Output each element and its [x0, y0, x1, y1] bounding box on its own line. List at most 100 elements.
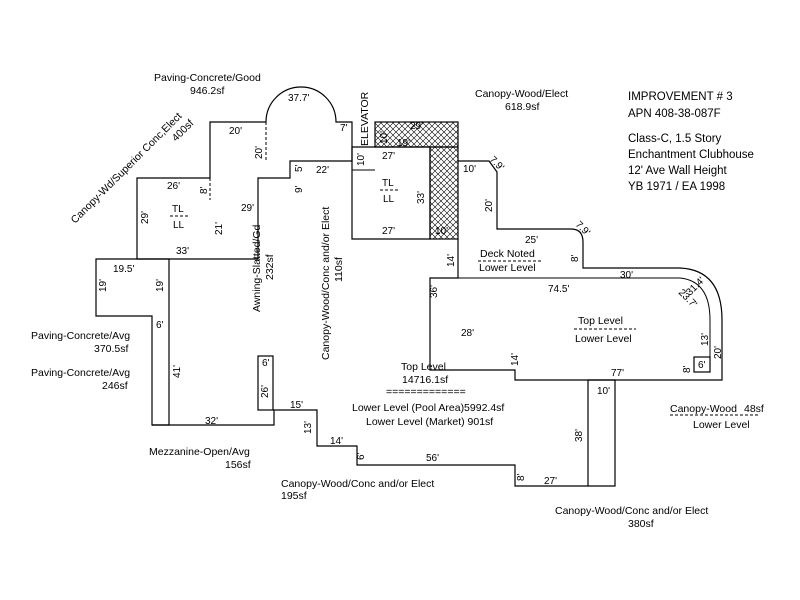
dim-label: 20' [484, 199, 495, 212]
dim-label: 10' [379, 131, 390, 144]
dim-label: 26' [260, 385, 271, 398]
dim-label: 29' [241, 203, 254, 214]
plan-outlines [95, 86, 723, 487]
dim-label: 33' [176, 246, 189, 257]
dim-label: 41' [172, 365, 183, 378]
dim-label: 10' [463, 164, 476, 175]
canopy-superior-label: Canopy-Wd/Superior Conc,Elect [69, 110, 185, 226]
dim-label: 8' [516, 473, 527, 481]
dim-label: 15' [290, 400, 303, 411]
paving-good-label: Paving-Concrete/Good [154, 72, 261, 84]
canopy-vert-label: Canopy-Wood/Conc and/or Elect [320, 207, 332, 360]
paving-avg1-label: Paving-Concrete/Avg [31, 330, 130, 342]
dim-label: 25' [525, 235, 538, 246]
dim-label: 19' [397, 138, 410, 149]
canopy-195-sf: 195sf [281, 490, 307, 502]
dim-label: 10' [356, 153, 367, 166]
dim-label: 74.5' [548, 284, 569, 295]
lower-level-right-label: Lower Level [575, 333, 632, 345]
dim-label: 10' [597, 386, 610, 397]
dim-label: 13' [303, 421, 314, 434]
ll-mark-main: LL [173, 220, 185, 231]
dim-label: 22' [316, 165, 329, 176]
dim-label: 5' [294, 164, 305, 172]
dim-label: 20' [229, 126, 242, 137]
dim-label: 21' [214, 222, 225, 235]
dim-label: 29' [410, 121, 423, 132]
canopy-wood-small-sf: 48sf [744, 403, 764, 415]
dim-label: 8' [682, 365, 693, 373]
dim-label: 27' [382, 226, 395, 237]
summary-pool: Lower Level (Pool Area)5992.4sf [352, 402, 504, 414]
paving-avg2-sf: 246sf [102, 380, 128, 392]
dim-label: 6' [262, 358, 270, 369]
improvement-title: IMPROVEMENT # 3 [628, 91, 733, 103]
canopy-elect-top-label: Canopy-Wood/Elect [475, 88, 568, 100]
dim-label: 33' [416, 191, 427, 204]
dim-label: 27' [544, 476, 557, 487]
central-tie-line [352, 122, 376, 171]
dim-label: 13' [700, 333, 711, 346]
deck-lower-label: Lower Level [479, 262, 536, 274]
dim-label: 56' [426, 453, 439, 464]
dim-label: 19' [155, 279, 166, 292]
canopy-48sf-box [693, 356, 711, 373]
dim-label: 7.9' [573, 219, 592, 238]
paving-good-sf: 946.2sf [190, 85, 225, 97]
dim-label: 6' [698, 360, 706, 371]
dim-label: 20' [254, 146, 265, 159]
dim-label: 38' [574, 429, 585, 442]
canopy-380-outline [588, 379, 616, 487]
dim-label: 14' [510, 353, 521, 366]
dim-label: 37.7' [288, 93, 309, 104]
dim-label: 20' [713, 346, 724, 359]
dim-label: 8' [199, 186, 210, 194]
dim-label: 32' [205, 416, 218, 427]
ll-mark-central: LL [383, 194, 395, 205]
dim-label: 6' [156, 320, 164, 331]
top-level-right-label: Top Level [578, 315, 623, 327]
canopy-elect-top-sf: 618.9sf [505, 101, 540, 113]
dim-label: 14' [330, 436, 343, 447]
summary-top-sf: 14716.1sf [402, 374, 448, 386]
mezzanine-label: Mezzanine-Open/Avg [149, 446, 250, 458]
dim-label: 19.5' [113, 264, 134, 275]
building-name: Enchantment Clubhouse [628, 149, 754, 161]
wall-height: 12' Ave Wall Height [628, 165, 728, 177]
awning-label: Awning-Slatted/Gd [251, 224, 263, 312]
central-block-outline [351, 146, 431, 240]
canopy-380-label: Canopy-Wood/Conc and/or Elect [555, 505, 708, 517]
tl-mark-central: TL [382, 178, 394, 189]
dim-label: 30' [620, 270, 633, 281]
improvement-header: IMPROVEMENT # 3 APN 408-38-087F Class-C,… [628, 91, 754, 193]
dim-label: 9' [294, 185, 305, 193]
dim-label: 7.9' [487, 154, 506, 173]
elevator-label: ELEVATOR [359, 91, 371, 146]
deck-noted-label: Deck Noted [480, 248, 535, 260]
dim-label: 19' [98, 279, 109, 292]
summary-rule: ============= [386, 386, 466, 398]
elevator-hatched-area [374, 121, 459, 148]
mezzanine-stub [257, 355, 274, 411]
canopy-380-sf: 380sf [628, 518, 654, 530]
summary-market: Lower Level (Market) 901sf [366, 416, 493, 428]
awning-sf: 232sf [264, 254, 276, 280]
year-built: YB 1971 / EA 1998 [628, 181, 725, 193]
canopy-wood-small-label: Canopy-Wood [670, 403, 737, 415]
dim-label: 29' [140, 211, 151, 224]
summary-top-label: Top Level [401, 361, 446, 373]
canopy-195-label: Canopy-Wood/Conc and/or Elect [281, 478, 434, 490]
dim-label: 26' [167, 181, 180, 192]
dim-label: 36' [429, 285, 440, 298]
paving-avg2-label: Paving-Concrete/Avg [31, 367, 130, 379]
canopy-wood-small-lower: Lower Level [693, 419, 750, 431]
dim-label: 7' [340, 123, 348, 134]
dim-label: 28' [461, 328, 474, 339]
canopy-vert-sf: 110sf [333, 257, 345, 282]
dimension-labels: 37.7' 20' 20' 7' 10' 29' 19' 27' 10' 5' … [98, 93, 724, 487]
dim-label: 14' [446, 254, 457, 267]
lower-level-deck-line [458, 277, 711, 372]
class-line: Class-C, 1.5 Story [628, 133, 722, 145]
dim-label: 77' [611, 368, 624, 379]
